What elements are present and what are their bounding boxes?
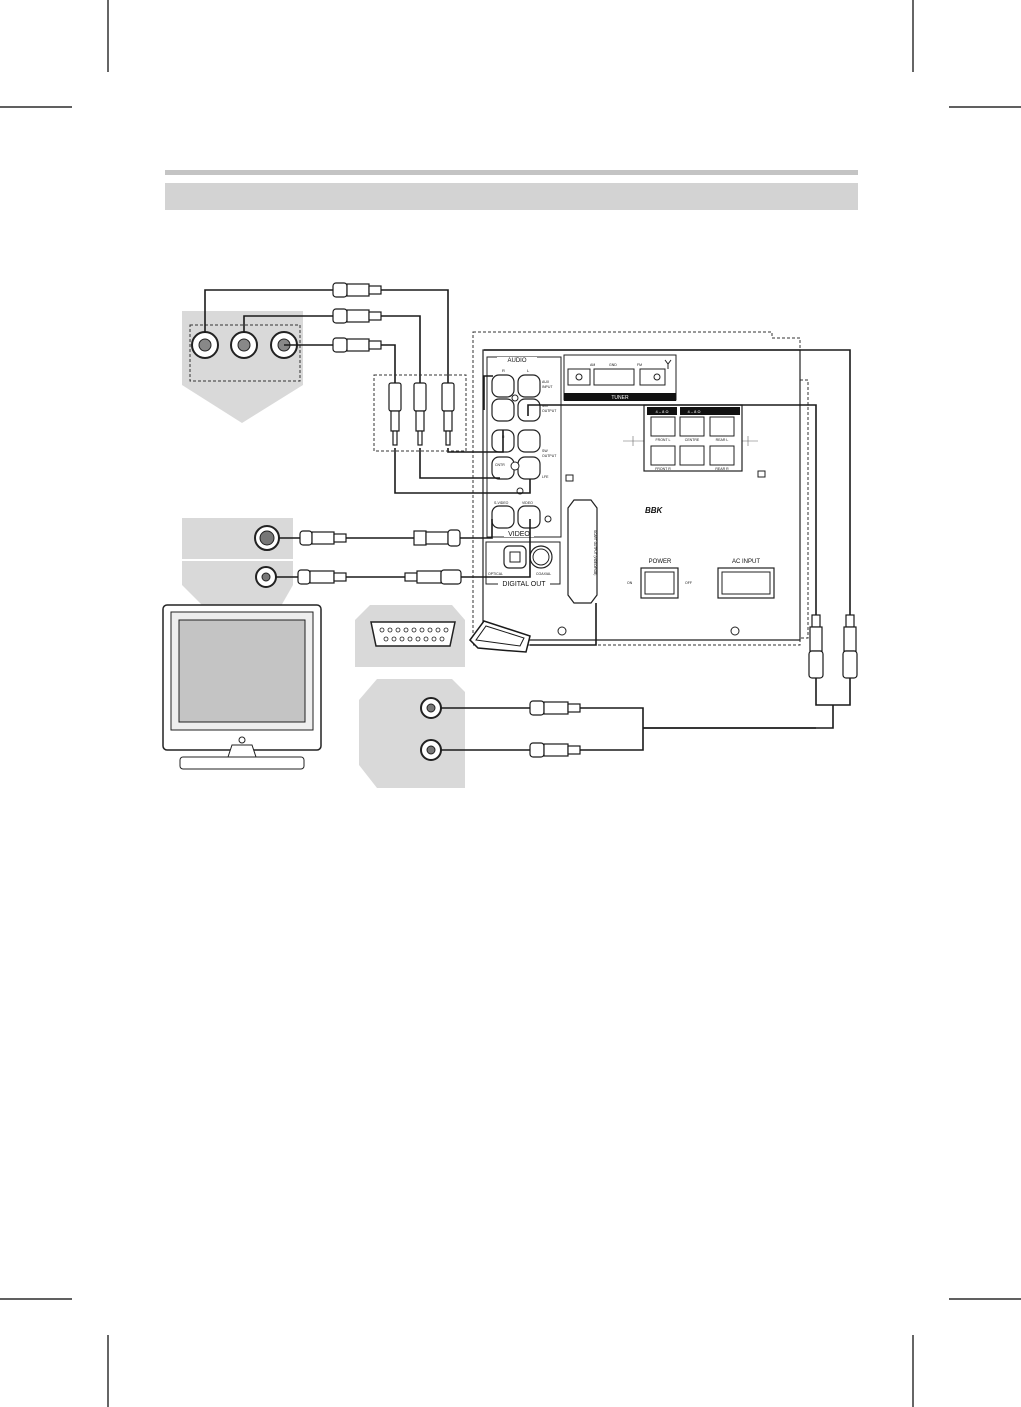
- speaker-front-l-label: FRONT L: [656, 438, 671, 442]
- audio-input-jack-1: [420, 697, 442, 719]
- svideo-jack: [254, 525, 280, 551]
- sw-output-label-2: OUTPUT: [542, 454, 557, 458]
- coaxial-label: COAXIAL: [536, 572, 551, 576]
- speaker-front-r-label: FRONT R: [655, 467, 671, 471]
- tuner-block: TUNER AM GND FM: [563, 354, 677, 401]
- rca-plugs-vertical: [808, 614, 858, 679]
- rear-panel: AUDIO R L AUX INPUT MIX OUTPUT R SW OUTP…: [472, 331, 809, 646]
- video-input-jack: [255, 566, 277, 588]
- scart-output-port: SCART OUTPUT (VIDEO/RGB): [567, 499, 598, 604]
- audio-l-label: L: [527, 368, 530, 373]
- speaker-rear-l-label: REAR L: [716, 438, 729, 442]
- component-input-device: [182, 311, 303, 423]
- cntr-label: CNTR: [495, 463, 505, 467]
- rca-plugs-horizontal: [297, 282, 581, 758]
- speaker-header-right: 4 – 8 Ω: [688, 409, 701, 414]
- aux-input-label-1: AUX: [542, 380, 550, 384]
- speaker-rear-r-label: REAR R: [715, 467, 729, 471]
- audio-input-jack-2: [420, 739, 442, 761]
- brand-logo: BBK: [645, 506, 664, 515]
- power-label: POWER: [649, 559, 672, 565]
- speaker-terminal-block: 4 – 8 Ω 4 – 8 Ω FRONT L CENTRE REAR L FR…: [623, 404, 758, 472]
- audio-input-device: [359, 679, 465, 788]
- tuner-am-label: AM: [590, 363, 595, 367]
- svideo-jack-label: S-VIDEO: [494, 501, 509, 505]
- digital-out-block: OPTICAL COAXIAL DIGITAL OUT: [485, 541, 561, 588]
- header-rule: [165, 170, 858, 175]
- cables: [204, 289, 851, 751]
- video-group-label: VIDEO: [508, 531, 530, 538]
- tuner-fm-label: FM: [637, 363, 642, 367]
- mix-output-label-2: OUTPUT: [542, 409, 557, 413]
- video-jack-label: VIDEO: [522, 501, 533, 505]
- audio-jack-block: AUDIO R L AUX INPUT MIX OUTPUT R SW OUTP…: [486, 356, 562, 538]
- component-jack-1: [191, 331, 219, 359]
- aux-input-label-2: INPUT: [542, 385, 553, 389]
- power-on-label: ON: [627, 581, 633, 585]
- sw-output-label-1: SW: [542, 449, 548, 453]
- scart-output-label: SCART OUTPUT (VIDEO/RGB): [593, 530, 597, 575]
- scart-input-device: [355, 605, 465, 667]
- scart-plug: [469, 620, 531, 653]
- ac-input-socket: AC INPUT: [717, 559, 775, 599]
- lfe-label: LFE: [542, 475, 549, 479]
- component-jack-2: [230, 331, 258, 359]
- digital-out-label: DIGITAL OUT: [502, 581, 546, 588]
- ac-input-label: AC INPUT: [732, 559, 760, 565]
- section-header-bar: [165, 183, 858, 210]
- mix-output-label-1: MIX: [542, 404, 549, 408]
- speaker-header-left: 4 – 8 Ω: [656, 409, 669, 414]
- audio-label: AUDIO: [507, 358, 526, 364]
- tv-illustration: [162, 604, 322, 770]
- svideo-video-device: [182, 518, 293, 606]
- power-switch: POWER ON OFF: [627, 559, 692, 599]
- power-off-label: OFF: [685, 581, 692, 585]
- antenna-icon: [664, 359, 672, 369]
- optical-label: OPTICAL: [488, 572, 503, 576]
- tuner-gnd-label: GND: [609, 363, 617, 367]
- rca-plug-bundle: [373, 374, 467, 452]
- tuner-label: TUNER: [611, 395, 629, 401]
- audio-r-label: R: [502, 368, 505, 373]
- speaker-centre-label: CENTRE: [685, 438, 700, 442]
